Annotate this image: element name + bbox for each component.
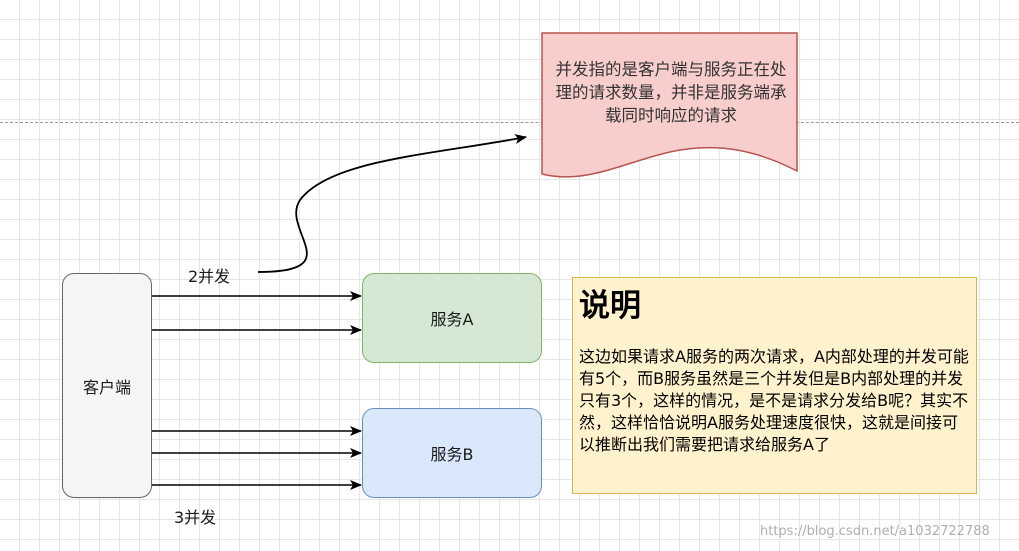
concurrency-a-label: 2并发 (188, 267, 231, 286)
watermark: https://blog.csdn.net/a1032722788 (760, 524, 990, 539)
service-a-node[interactable]: 服务A (362, 273, 542, 363)
dashed-separator (0, 122, 1019, 123)
concurrency-b-label: 3并发 (174, 508, 217, 527)
curved-arrow-to-note (257, 134, 527, 273)
client-node[interactable]: 客户端 (62, 273, 152, 498)
explanation-body: 这边如果请求A服务的两次请求，A内部处理的并发可能有5个，而B服务虽然是三个并发… (579, 347, 969, 454)
note-shape[interactable] (541, 32, 798, 178)
explanation-box[interactable]: 说明 这边如果请求A服务的两次请求，A内部处理的并发可能有5个，而B服务虽然是三… (572, 277, 977, 494)
client-label: 客户端 (82, 377, 131, 397)
service-a-label: 服务A (430, 310, 474, 329)
explanation-title: 说明 (579, 288, 641, 324)
note-text: 并发指的是客户端与服务正在处理的请求数量，并非是服务端承载同时响应的请求 (555, 60, 787, 125)
service-b-label: 服务B (430, 445, 474, 464)
service-b-node[interactable]: 服务B (362, 408, 542, 498)
